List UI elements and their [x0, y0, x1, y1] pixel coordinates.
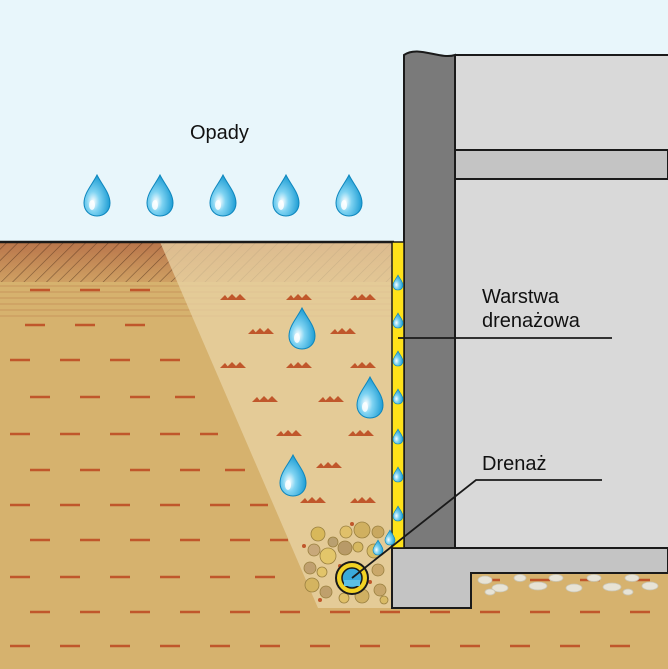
leader-line-drain: [351, 479, 602, 579]
foundation-wall: [403, 50, 456, 549]
precipitation-label: Opady: [190, 122, 249, 144]
building-interior: [455, 55, 668, 548]
drainage-layer-label: Warstwa drenażowa: [482, 285, 580, 333]
drainage-layer-label-line2: drenażowa: [482, 310, 580, 332]
gravel-under-slab: [477, 574, 659, 596]
drain-label: Drenaż: [482, 453, 547, 475]
drainage-layer-label-line1: Warstwa: [482, 286, 560, 308]
clay-dashes: [10, 288, 650, 648]
floor-beam: [429, 149, 668, 180]
foundation-footing: [391, 547, 668, 609]
